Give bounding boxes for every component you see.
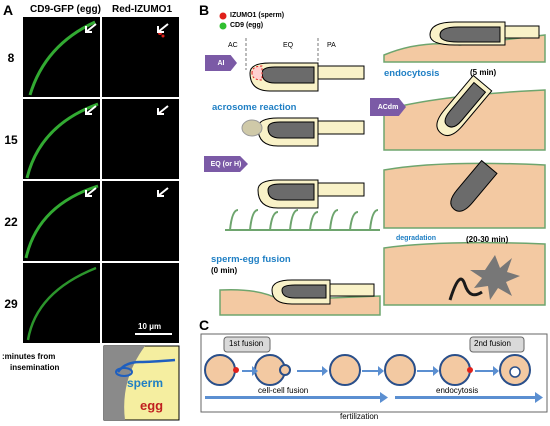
micrograph-izumo-29 [102, 263, 179, 343]
first-fusion-label: 1st fusion [229, 339, 264, 348]
micrograph-gfp-29 [23, 263, 100, 343]
deg-time: (20-30 min) [466, 235, 509, 244]
footnote-line2: insemination [10, 363, 60, 372]
col2-header: Red-IZUMO1 [112, 4, 172, 15]
micrograph-izumo-15 [102, 99, 179, 179]
row-label-8: 8 [7, 51, 15, 65]
arrow-ai: AI [205, 55, 237, 71]
stage-endocytosis: endocytosis [384, 68, 440, 79]
row-label-29: 29 [4, 297, 18, 311]
inset-egg-label: egg [140, 398, 164, 413]
stage-acrosome: acrosome reaction [212, 102, 297, 113]
scale-bar-label: 10 μm [138, 322, 162, 331]
fusion-time: (0 min) [211, 266, 238, 275]
panel-c-letter: C [199, 317, 210, 333]
row-label-22: 22 [4, 215, 18, 229]
endo-time: (5 min) [470, 68, 497, 77]
second-fusion-label: 2nd fusion [474, 339, 511, 348]
footnote-line1: :minutes from [2, 352, 56, 361]
legend-cd9: CD9 (egg) [230, 22, 264, 29]
region-eq: EQ [283, 42, 294, 49]
inset-sperm-label: sperm [127, 376, 164, 390]
fertilization-label: fertilization [340, 412, 379, 421]
endocytosis-label: endocytosis [436, 386, 479, 395]
micrograph-izumo-8 [102, 17, 179, 97]
legend-izumo: IZUMO1 (sperm) [230, 12, 285, 19]
panel-a-letter: A [3, 2, 14, 18]
region-pa: PA [327, 42, 336, 49]
micrograph-izumo-22 [102, 181, 179, 261]
region-ac: AC [228, 42, 238, 49]
row-label-15: 15 [4, 133, 18, 147]
col1-header: CD9-GFP (egg) [30, 4, 101, 15]
arrow-acdm: ACdm [370, 98, 406, 116]
arrow-eq: EQ (or H) [204, 156, 248, 172]
cell-cell-fusion-label: cell-cell fusion [258, 386, 309, 395]
stage-degradation: degradation [396, 235, 437, 242]
stage-fusion: sperm-egg fusion [211, 254, 291, 265]
panel-b-letter: B [199, 2, 210, 18]
